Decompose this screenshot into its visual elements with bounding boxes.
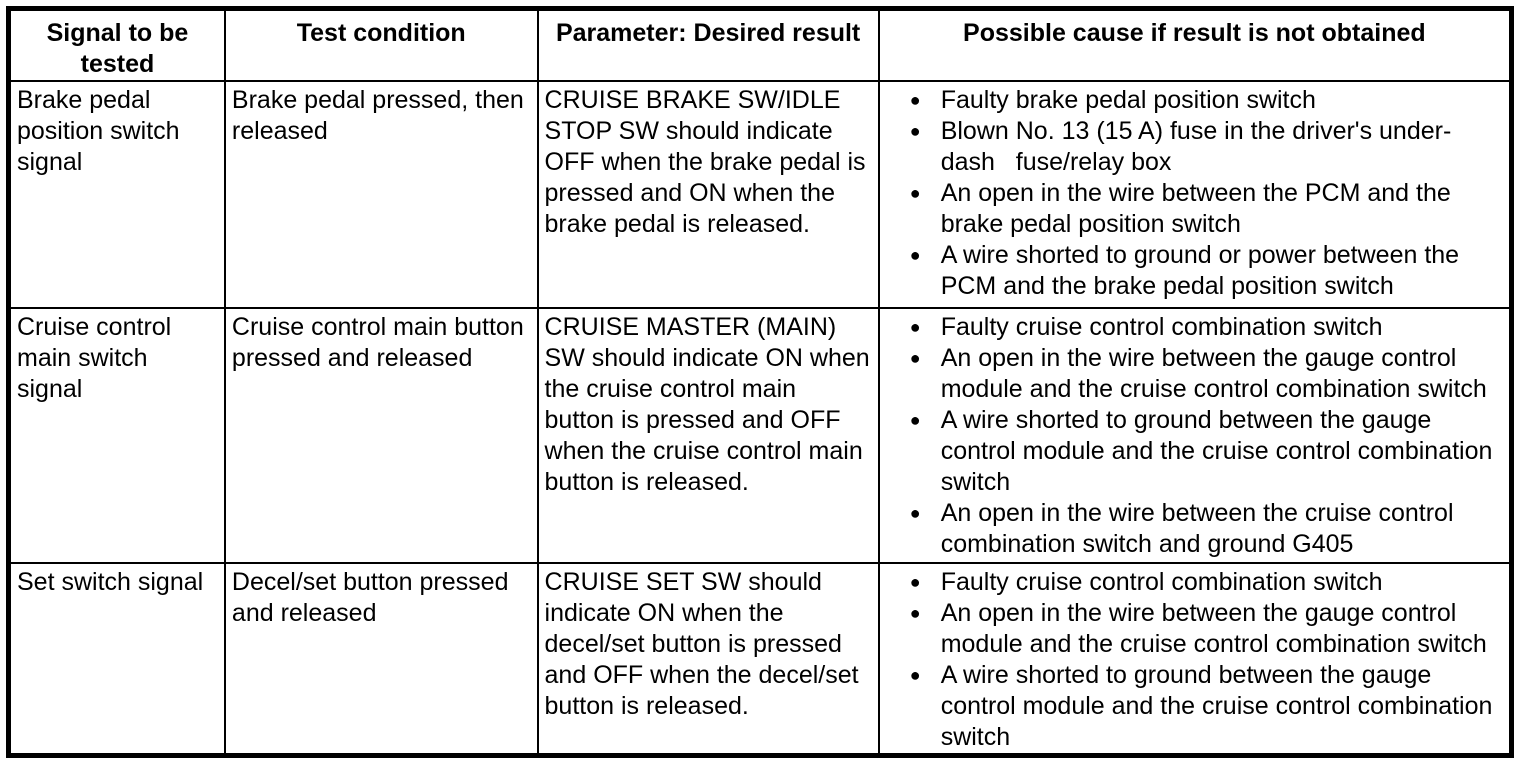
table-row: Cruise control main switch signal Cruise… (7, 307, 1513, 564)
cause-item: ● Faulty cruise control combination swit… (886, 567, 1503, 598)
cause-text: Faulty cruise control combination switch (940, 568, 1383, 596)
bullet-icon: ● (909, 603, 921, 623)
cause-text: An open in the wire between the gauge co… (940, 344, 1487, 403)
bullet-icon: ● (909, 121, 921, 141)
bullet-icon: ● (909, 348, 921, 368)
parameter-cell: CRUISE SET SW should indicate ON when th… (536, 562, 880, 757)
cause-text: An open in the wire between the PCM and … (940, 179, 1458, 238)
cause-item: ● An open in the wire between the gauge … (886, 598, 1503, 660)
cause-text: Faulty cruise control combination switch (940, 313, 1383, 341)
bullet-icon: ● (909, 410, 921, 430)
table-row: Brake pedal position switch signal Brake… (7, 80, 1513, 309)
condition-cell: Brake pedal pressed, then released (223, 80, 539, 309)
bullet-icon: ● (909, 572, 921, 592)
bullet-icon: ● (909, 665, 921, 685)
table-row: Set switch signal Decel/set button press… (7, 562, 1513, 757)
causes-cell: ● Faulty brake pedal position switch ● B… (877, 80, 1513, 309)
signal-cell: Cruise control main switch signal (7, 307, 226, 564)
header-signal: Signal to be tested (7, 7, 226, 82)
diagnostic-table: Signal to be tested Test condition Param… (6, 6, 1514, 758)
cause-item: ● An open in the wire between the PCM an… (886, 178, 1503, 240)
bullet-icon: ● (909, 183, 921, 203)
cause-text: A wire shorted to ground between the gau… (940, 406, 1500, 496)
cause-text: An open in the wire between the cruise c… (940, 499, 1461, 558)
header-test-condition: Test condition (223, 7, 539, 82)
table-header-row: Signal to be tested Test condition Param… (7, 7, 1513, 82)
bullet-icon: ● (909, 503, 921, 523)
cause-item: ● Faulty cruise control combination swit… (886, 312, 1503, 343)
cause-item: ● An open in the wire between the cruise… (886, 498, 1503, 560)
bullet-icon: ● (909, 90, 921, 110)
cause-item: ● A wire shorted to ground or power betw… (886, 240, 1503, 302)
bullet-icon: ● (909, 245, 921, 265)
document-page: Signal to be tested Test condition Param… (6, 6, 1514, 758)
cause-item: ● A wire shorted to ground between the g… (886, 660, 1503, 753)
signal-cell: Brake pedal position switch signal (7, 80, 226, 309)
cause-text: Blown No. 13 (15 A) fuse in the driver's… (940, 117, 1452, 176)
cause-text: Faulty brake pedal position switch (940, 86, 1316, 114)
cause-text: An open in the wire between the gauge co… (940, 599, 1487, 658)
condition-cell: Cruise control main button pressed and r… (223, 307, 539, 564)
cause-item: ● Faulty brake pedal position switch (886, 85, 1503, 116)
bullet-icon: ● (909, 317, 921, 337)
parameter-cell: CRUISE MASTER (MAIN) SW should indicate … (536, 307, 880, 564)
causes-cell: ● Faulty cruise control combination swit… (877, 307, 1513, 564)
header-parameter: Parameter: Desired result (536, 7, 880, 82)
cause-item: ● A wire shorted to ground between the g… (886, 405, 1503, 498)
causes-cell: ● Faulty cruise control combination swit… (877, 562, 1513, 757)
condition-cell: Decel/set button pressed and released (223, 562, 539, 757)
cause-text: A wire shorted to ground or power betwee… (940, 241, 1467, 300)
parameter-cell: CRUISE BRAKE SW/IDLE STOP SW should indi… (536, 80, 880, 309)
cause-text: A wire shorted to ground between the gau… (940, 661, 1500, 751)
cause-item: ● Blown No. 13 (15 A) fuse in the driver… (886, 116, 1503, 178)
header-possible-cause: Possible cause if result is not obtained (877, 7, 1513, 82)
cause-item: ● An open in the wire between the gauge … (886, 343, 1503, 405)
signal-cell: Set switch signal (7, 562, 226, 757)
